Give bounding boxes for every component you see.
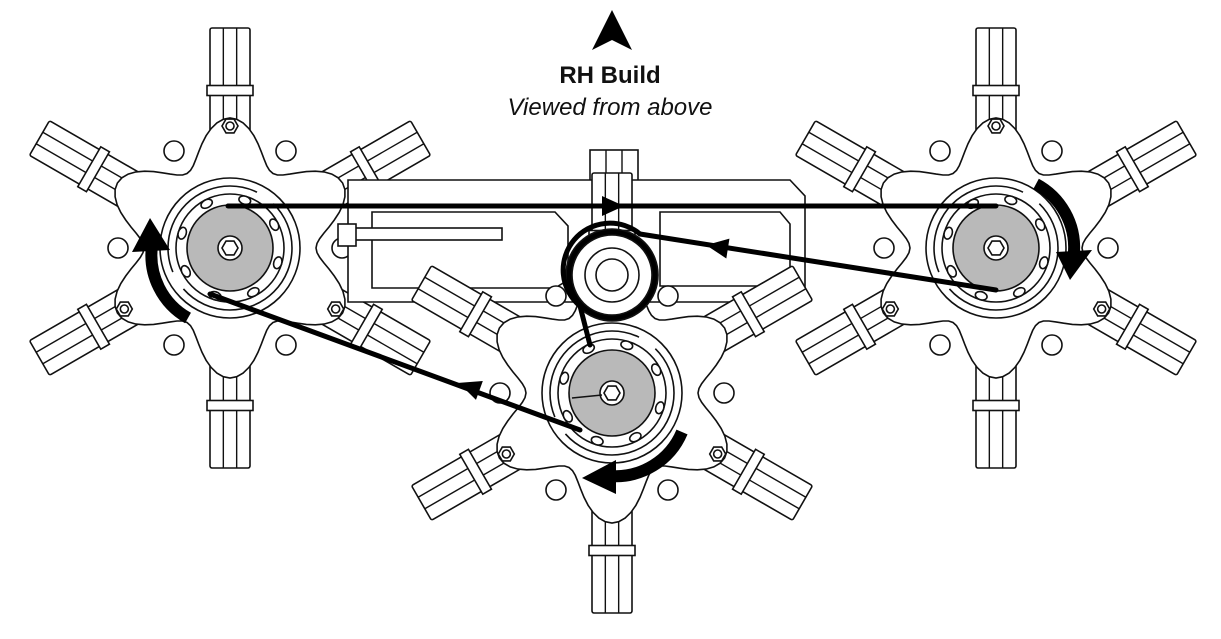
lobe-hole (1041, 334, 1063, 356)
rotation-arrow-right (1032, 178, 1092, 280)
flow-arrow-lower (458, 381, 483, 400)
arm-clamp (76, 303, 111, 351)
bolt-hole (559, 371, 570, 385)
bolt-hole (177, 226, 188, 240)
bolt-hole (246, 286, 260, 298)
arm-clamp (731, 448, 766, 496)
arm-clamp (842, 303, 877, 351)
rotation-arc (1032, 178, 1081, 253)
arm-clamp (1115, 303, 1150, 351)
lobe-hole (929, 334, 951, 356)
bolt-hole (943, 226, 954, 240)
arm-clamp (842, 145, 877, 193)
idler-bore (595, 258, 629, 292)
arrowhead-icon (602, 196, 624, 216)
lobe-hole (873, 237, 895, 259)
rotation-arc (145, 245, 192, 324)
arm-clamp (1115, 145, 1150, 193)
belt-return-run (637, 231, 999, 293)
rod-nut (337, 223, 357, 247)
arm-clamp (206, 84, 254, 97)
pulley-key (571, 394, 603, 399)
lobe-hole (713, 382, 735, 404)
hub-left (29, 27, 431, 469)
pulley-bolt (221, 240, 239, 256)
bolt-hole (180, 264, 192, 278)
arrowhead-icon (458, 381, 483, 400)
nut-bore (119, 304, 130, 314)
lobe-hole (657, 285, 679, 307)
nut-bore (712, 449, 723, 459)
hub-right (795, 27, 1197, 469)
lobe-hole (1097, 237, 1119, 259)
bolt-hole (1012, 286, 1026, 298)
flow-arrow-return (706, 238, 730, 259)
bolt-hole (650, 363, 662, 377)
lobe-hole (545, 479, 567, 501)
rotation-arrow-bottom (582, 429, 688, 494)
diagram-subtitle: Viewed from above (507, 94, 713, 121)
bolt-hole (620, 340, 634, 351)
arm-clamp (76, 145, 111, 193)
arm-clamp (206, 399, 254, 412)
bolt-hole (200, 198, 214, 210)
lobe-hole (929, 140, 951, 162)
lobe-hole (163, 334, 185, 356)
nut-bore (885, 304, 896, 314)
nut-bore (501, 449, 512, 459)
diagram-title: RH Build (559, 62, 661, 89)
bolt-hole (272, 256, 283, 270)
arm-clamp (972, 84, 1020, 97)
triangle-up-icon (592, 10, 632, 50)
belt-idler-wrap (560, 220, 643, 348)
lobe-hole (275, 140, 297, 162)
lobe-hole (163, 140, 185, 162)
arm-clamp (731, 290, 766, 338)
flow-arrow-top (602, 196, 624, 216)
lobe-hole (107, 237, 129, 259)
lobe-hole (275, 334, 297, 356)
bolt-hole (628, 431, 642, 443)
nut-bore (225, 121, 235, 131)
nut-bore (1096, 304, 1107, 314)
rotation-arrowhead (582, 460, 616, 494)
frame-cutout-left (371, 211, 569, 289)
belt-lower-run (207, 291, 583, 433)
bolt-hole (1038, 256, 1049, 270)
rotation-arrowhead (132, 218, 170, 252)
lobe-hole (545, 285, 567, 307)
mechanism-drawing (29, 27, 1197, 614)
bolt-hole (1004, 195, 1018, 206)
bolt-hole (946, 264, 958, 278)
nut-bore (330, 304, 341, 314)
rotation-arc (609, 429, 688, 483)
bolt-hole (1034, 218, 1046, 232)
idler-pulley (565, 228, 659, 322)
bolt-hole (654, 401, 665, 415)
nut-bore (991, 121, 1001, 131)
lobe-hole (657, 479, 679, 501)
pulley-bolt (987, 240, 1005, 256)
lobe-hole (1041, 140, 1063, 162)
bolt-hole (974, 290, 988, 301)
rotation-arrow-left (132, 218, 192, 324)
arm-clamp (458, 290, 493, 338)
arm-clamp (458, 448, 493, 496)
arm-clamp (588, 544, 636, 557)
bolt-hole (268, 218, 280, 232)
bolt-hole (562, 409, 574, 423)
arrowhead-icon (706, 238, 730, 259)
bolt-hole (590, 435, 604, 446)
arrows-layer (132, 10, 1092, 494)
arm-clamp (972, 399, 1020, 412)
adjust-rod (349, 227, 503, 241)
pulley-bolt (603, 385, 621, 401)
center-frame (337, 149, 806, 303)
rotation-arrowhead (1056, 250, 1092, 280)
